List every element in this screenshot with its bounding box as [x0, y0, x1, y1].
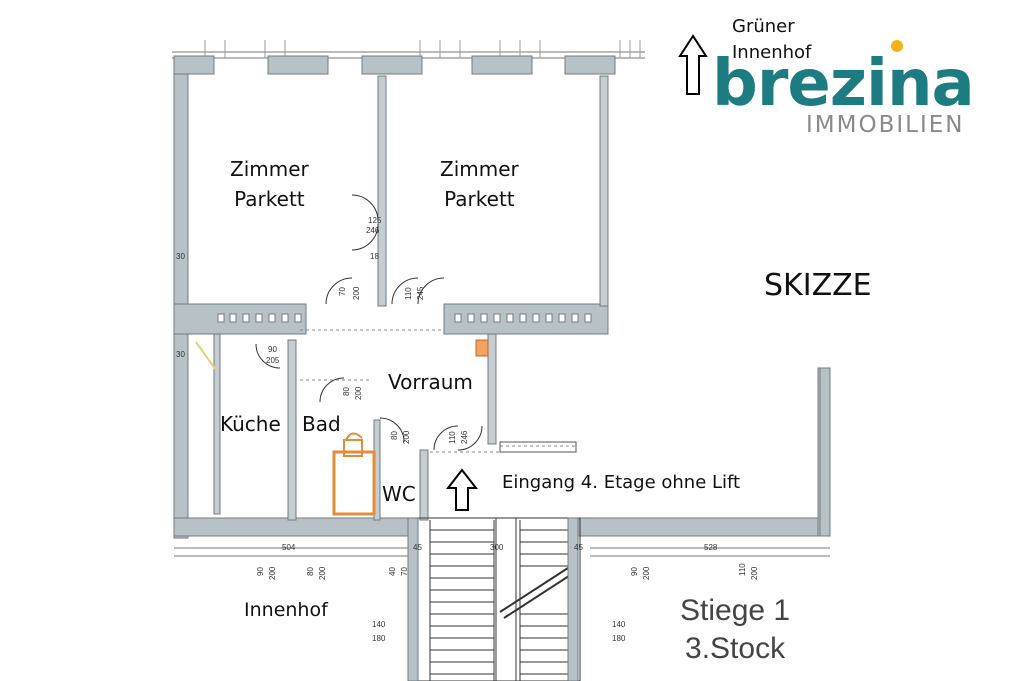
brand-logo: brezina — [712, 47, 975, 121]
dim-125: 125 — [368, 216, 382, 225]
dim-b-200-d: 200 — [750, 566, 759, 580]
dim-528: 528 — [704, 543, 718, 552]
courtyard-note-line1: Grüner — [732, 16, 795, 37]
window-marks — [217, 313, 592, 323]
dim-205: 205 — [266, 356, 280, 365]
dim-200-a: 200 — [352, 286, 361, 300]
room-zimmer-2: Zimmer Parkett — [440, 154, 519, 214]
courtyard-note-line2: Innenhof — [732, 42, 812, 63]
room-zimmer-1-line2: Parkett — [234, 187, 305, 211]
dim-110-b: 110 — [448, 431, 457, 444]
entrance-arrow — [445, 468, 479, 511]
room-zimmer-2-line2: Parkett — [444, 187, 515, 211]
dim-80-b: 80 — [390, 431, 399, 440]
dim-b-80: 80 — [306, 567, 315, 576]
dim-18: 18 — [370, 252, 379, 261]
dim-200-c: 200 — [402, 430, 411, 444]
dim-45-b: 45 — [574, 543, 583, 552]
staircase — [411, 517, 581, 681]
room-wc: WC — [382, 482, 416, 506]
room-innenhof: Innenhof — [244, 599, 328, 621]
dim-70: 70 — [338, 287, 347, 296]
dim-c-180-b: 180 — [612, 634, 626, 643]
dim-b-110: 110 — [738, 563, 747, 576]
room-bad: Bad — [302, 412, 341, 436]
fixtures — [195, 339, 489, 516]
outer-walls — [173, 55, 831, 539]
entry-step — [499, 441, 577, 453]
courtyard-arrow — [678, 34, 708, 95]
dim-90-a: 90 — [268, 345, 277, 354]
stair-label: Stiege 1 3.Stock — [680, 592, 790, 668]
dim-45-a: 45 — [413, 543, 422, 552]
dim-300: 300 — [490, 543, 504, 552]
dim-b-90-b: 90 — [630, 567, 639, 576]
dim-c-140-a: 140 — [372, 620, 386, 629]
dim-b-200-b: 200 — [318, 566, 327, 580]
dim-b-200-a: 200 — [268, 566, 277, 580]
dim-b-90-a: 90 — [256, 567, 265, 576]
courtyard-note: Grüner Innenhof — [732, 14, 811, 66]
stair-label-line2: 3.Stock — [685, 632, 786, 665]
dim-30-a: 30 — [176, 252, 185, 261]
dim-110-a: 110 — [404, 287, 413, 300]
lower-outline — [174, 368, 830, 557]
dim-b-200-c: 200 — [642, 566, 651, 580]
room-zimmer-1: Zimmer Parkett — [230, 154, 309, 214]
dim-b-70: 70 — [400, 567, 409, 576]
stair-label-line1: Stiege 1 — [680, 594, 791, 627]
dim-245-a: 245 — [416, 286, 425, 300]
room-zimmer-1-line1: Zimmer — [230, 157, 309, 181]
room-zimmer-2-line1: Zimmer — [440, 157, 519, 181]
entrance-label: Eingang 4. Etage ohne Lift — [502, 472, 741, 493]
logo-dot-icon — [891, 40, 903, 52]
dim-504: 504 — [282, 543, 296, 552]
room-kueche: Küche — [220, 412, 281, 436]
dim-b-40: 40 — [388, 567, 397, 576]
dim-c-180-a: 180 — [372, 634, 386, 643]
stair-walls — [407, 517, 579, 681]
sketch-label: SKIZZE — [764, 268, 872, 303]
dim-246-a: 246 — [366, 226, 380, 235]
top-facade-ticks — [204, 40, 641, 58]
dim-246-b: 246 — [460, 430, 469, 444]
room-vorraum: Vorraum — [388, 370, 473, 394]
dim-c-140-b: 140 — [612, 620, 626, 629]
brand-subtitle: IMMOBILIEN — [806, 112, 965, 138]
dim-30-b: 30 — [176, 350, 185, 359]
dim-200-b: 200 — [354, 386, 363, 400]
inner-walls — [213, 75, 609, 521]
bathtub — [332, 450, 376, 516]
door-swings — [255, 194, 483, 451]
dim-80-a: 80 — [342, 387, 351, 396]
corridor-lines — [300, 329, 576, 453]
